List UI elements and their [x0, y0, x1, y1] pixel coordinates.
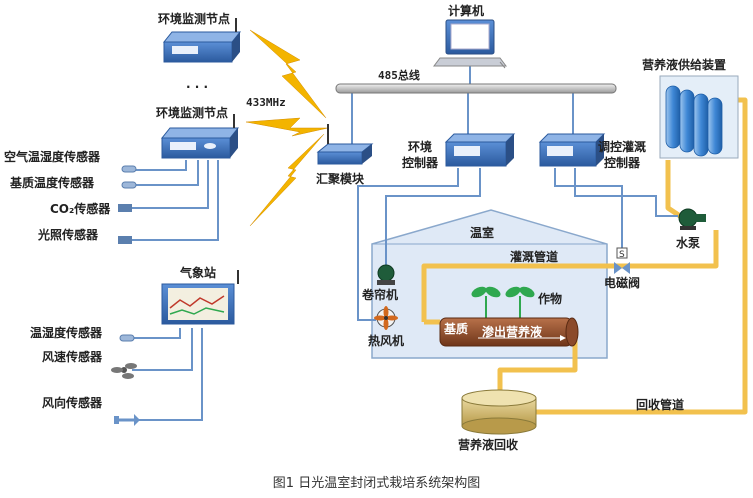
sensor-light-label: 光照传感器 — [38, 228, 99, 242]
sensor-temp-hum-label: 温湿度传感器 — [30, 326, 103, 340]
seep-label: 渗出营养液 — [482, 325, 543, 339]
frequency-label: 433MHz — [246, 96, 286, 109]
aggregator-module-icon — [316, 124, 374, 165]
nutrient-supply-icon — [659, 75, 739, 159]
anemometer-icon — [111, 363, 137, 379]
return-pipe-label: 回收管道 — [636, 398, 685, 412]
ellipsis-label: · · · — [186, 80, 209, 94]
water-pump-icon — [678, 208, 706, 230]
irrigation-controller-icon — [538, 133, 606, 167]
sensor-co2-label: CO₂传感器 — [50, 202, 111, 216]
node-1-label: 环境监测节点 — [158, 12, 231, 26]
substrate-trough — [439, 317, 579, 347]
substrate-label: 基质 — [444, 322, 469, 336]
bus-label: 485总线 — [378, 69, 420, 82]
heater-label: 热风机 — [368, 334, 405, 348]
recovery-label: 营养液回收 — [458, 438, 519, 452]
supply-label: 营养液供给装置 — [642, 58, 727, 72]
weather-station-label: 气象站 — [180, 266, 217, 280]
solenoid-valve-icon: S — [614, 247, 630, 274]
environment-controller-icon — [444, 133, 516, 167]
monitoring-node-1-icon — [162, 18, 242, 63]
wireless-bolts — [245, 29, 329, 227]
sensor-wind-dir-label: 风向传感器 — [42, 396, 103, 410]
monitoring-node-2-icon — [160, 114, 240, 159]
computer-label: 计算机 — [448, 4, 485, 18]
hot-air-fan-icon — [374, 306, 398, 330]
irrigation-pipe — [421, 230, 719, 325]
pump-label: 水泵 — [676, 236, 701, 250]
svg-text:S: S — [619, 250, 625, 260]
irrigation-pipe-label: 灌溉管道 — [510, 250, 559, 264]
node-2-label: 环境监测节点 — [156, 106, 229, 120]
valve-label: 电磁阀 — [604, 276, 641, 290]
sensor-icons — [111, 165, 140, 426]
irr-controller-label-1: 调控灌溉 — [598, 140, 647, 154]
figure-caption: 图1 日光温室封闭式栽培系统架构图 — [272, 476, 481, 491]
sensor-wind-speed-label: 风速传感器 — [42, 350, 103, 364]
rs485-bus — [335, 83, 617, 94]
nutrient-recovery-icon — [461, 389, 537, 435]
computer-icon[interactable] — [433, 19, 507, 69]
env-controller-label-1: 环境 — [408, 140, 433, 154]
env-controller-label-2: 控制器 — [402, 156, 439, 170]
curtain-machine-icon — [377, 264, 395, 285]
wires — [130, 62, 678, 421]
greenhouse-label: 温室 — [470, 226, 495, 240]
crop-label: 作物 — [538, 292, 563, 306]
curtain-label: 卷帘机 — [362, 288, 399, 302]
weather-station-icon — [161, 270, 239, 325]
sensor-substrate-label: 基质温度传感器 — [10, 176, 95, 190]
sensor-air-label: 空气温湿度传感器 — [4, 150, 101, 164]
aggregator-label: 汇聚模块 — [316, 172, 365, 186]
wind-vane-icon — [114, 414, 140, 426]
irr-controller-label-2: 控制器 — [604, 156, 641, 170]
crop-icons — [471, 286, 535, 318]
